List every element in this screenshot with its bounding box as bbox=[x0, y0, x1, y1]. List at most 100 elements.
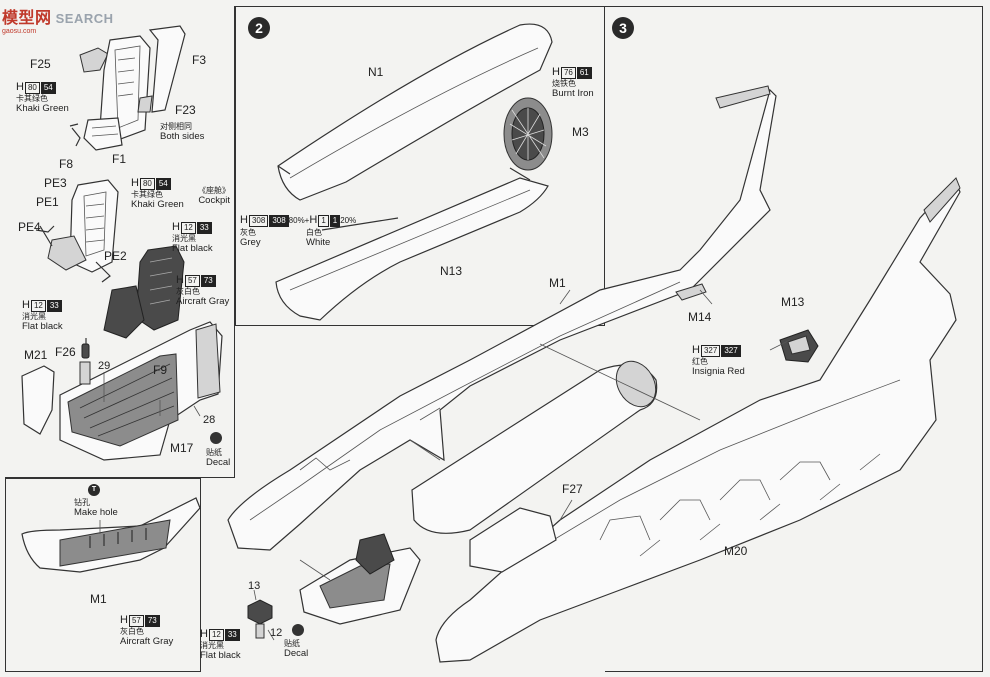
paint-code-alt: 54 bbox=[40, 82, 56, 94]
watermark-text: SEARCH bbox=[55, 11, 114, 26]
grey-note: 灰色 Grey bbox=[240, 228, 261, 248]
paint-code: 76 bbox=[560, 67, 576, 79]
make-hole-cn: 钻孔 bbox=[74, 498, 90, 507]
decal-icon bbox=[210, 432, 222, 444]
part-F27: F27 bbox=[562, 482, 583, 496]
paint-en: Khaki Green bbox=[16, 103, 69, 114]
paint-code-alt: 33 bbox=[46, 300, 62, 312]
paint-en: Flat black bbox=[200, 650, 241, 661]
decal-en: Decal bbox=[284, 648, 309, 659]
part-PE4: PE4 bbox=[18, 220, 41, 234]
leader-lines-3 bbox=[299, 289, 791, 581]
watermark-cn: 模型网 bbox=[2, 10, 52, 27]
paint-code-alt: 73 bbox=[200, 275, 216, 287]
paint-en: Burnt Iron bbox=[552, 88, 594, 99]
decal-en: Decal bbox=[206, 457, 231, 468]
part-F23: F23 bbox=[175, 103, 196, 117]
canopy-drawing bbox=[277, 23, 553, 201]
paint-h: H bbox=[200, 628, 208, 640]
part-M14: M14 bbox=[688, 310, 712, 324]
paint-code-alt: 61 bbox=[576, 67, 592, 79]
paint-code-1-alt: 308 bbox=[269, 215, 289, 227]
part-F1: F1 bbox=[112, 152, 127, 166]
paint-h: H bbox=[131, 177, 139, 189]
panel-step-4 bbox=[5, 478, 201, 672]
fuselage-right-drawing bbox=[435, 177, 961, 663]
part-29: 29 bbox=[98, 360, 111, 372]
part-F3: F3 bbox=[192, 53, 207, 67]
paint-en: Flat black bbox=[22, 321, 63, 332]
part-12: 12 bbox=[270, 627, 283, 639]
paint-code: 327 bbox=[700, 345, 721, 357]
seat-assembled-drawing bbox=[35, 179, 119, 283]
part-M1-panel: M1 bbox=[90, 592, 107, 606]
drill-tool-icon: T bbox=[88, 484, 100, 496]
part-M1-fuselage: M1 bbox=[549, 276, 566, 290]
part-13: 13 bbox=[248, 580, 261, 592]
paint-cn: 消光黑 bbox=[200, 641, 224, 650]
cockpit-cn: 《座舱》 bbox=[198, 186, 230, 195]
both-sides-en: Both sides bbox=[160, 131, 205, 142]
paint-h: H bbox=[22, 299, 30, 311]
paint-code-alt: 33 bbox=[196, 222, 212, 234]
paint-en: Insignia Red bbox=[692, 366, 745, 377]
step-3-number: 3 bbox=[612, 17, 634, 39]
paint-cn: 红色 bbox=[692, 357, 708, 366]
part-PE1: PE1 bbox=[36, 195, 59, 209]
cockpit-tub-drawing bbox=[21, 245, 223, 461]
part-M13: M13 bbox=[781, 295, 805, 309]
decal-cn: 贴纸 bbox=[284, 639, 300, 648]
paint-pct-1: 80%+ bbox=[288, 216, 310, 225]
paint-h1: H bbox=[240, 214, 248, 226]
part-F25: F25 bbox=[30, 57, 51, 71]
paint-code-2: 1 bbox=[318, 215, 329, 227]
paint-code-alt: 33 bbox=[224, 629, 240, 641]
paint-en: Flat black bbox=[172, 243, 213, 254]
paint-h: H bbox=[120, 614, 128, 626]
part-PE2: PE2 bbox=[104, 249, 127, 263]
grey-en: Grey bbox=[240, 237, 261, 248]
paint-code: 57 bbox=[184, 275, 200, 287]
part-M17: M17 bbox=[170, 441, 194, 455]
paint-cn: 烧铁色 bbox=[552, 79, 576, 88]
make-hole-drawing bbox=[21, 497, 201, 573]
paint-h: H bbox=[16, 81, 24, 93]
intake-duct-drawing bbox=[411, 360, 658, 534]
part-28: 28 bbox=[203, 414, 216, 426]
cockpit-in-fuselage-drawing bbox=[299, 533, 421, 625]
paint-cn: 灰白色 bbox=[176, 287, 200, 296]
panel-step-1 bbox=[5, 6, 235, 478]
seat-top-drawing bbox=[69, 25, 186, 151]
make-hole-en: Make hole bbox=[74, 507, 118, 518]
paint-cn: 卡其绿色 bbox=[131, 190, 163, 199]
part-N13: N13 bbox=[440, 264, 463, 278]
cockpit-en: Cockpit bbox=[198, 195, 230, 206]
paint-cn: 卡其绿色 bbox=[16, 94, 48, 103]
step-2-number: 2 bbox=[248, 17, 270, 39]
white-en: White bbox=[306, 237, 331, 248]
paint-en: Khaki Green bbox=[131, 199, 184, 210]
decal-note-2: 贴纸 Decal bbox=[284, 639, 308, 659]
part-N1: N1 bbox=[368, 65, 384, 79]
paint-cn: 消光黑 bbox=[172, 234, 196, 243]
part-M21: M21 bbox=[24, 348, 48, 362]
paint-pct-2: 20% bbox=[340, 216, 357, 225]
paint-h: H bbox=[552, 66, 560, 78]
part-M3: M3 bbox=[572, 125, 589, 139]
part-F26: F26 bbox=[55, 345, 76, 359]
intake-block-drawing bbox=[469, 507, 557, 573]
part-PE3: PE3 bbox=[44, 176, 67, 190]
make-hole-note: 钻孔 Make hole bbox=[74, 498, 118, 518]
paint-h: H bbox=[692, 344, 700, 356]
decal-note: 贴纸 Decal bbox=[206, 448, 230, 468]
watermark-url: gaosu.com bbox=[2, 28, 37, 35]
